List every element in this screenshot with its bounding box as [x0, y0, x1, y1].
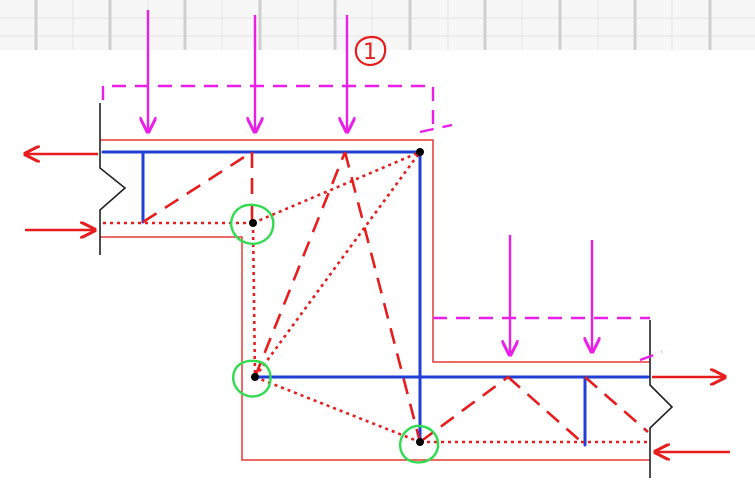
strut	[142, 150, 253, 224]
grid-strip	[0, 0, 755, 50]
dotted-strut	[252, 150, 421, 225]
node-point	[416, 438, 424, 446]
region-label-text: 1	[363, 40, 377, 65]
region-label: 1	[354, 35, 387, 67]
strut	[253, 151, 347, 378]
cut-line-right	[649, 320, 674, 478]
ties	[101, 150, 650, 447]
dotted-strut	[253, 151, 422, 378]
strut	[343, 151, 422, 443]
strut	[507, 376, 586, 446]
strut	[584, 376, 649, 433]
strut	[419, 375, 509, 444]
node-point	[416, 148, 424, 156]
dotted-strut	[251, 222, 257, 378]
node-point	[251, 373, 259, 381]
end-force-arrows	[25, 154, 730, 452]
distributed-load-top	[101, 84, 453, 134]
node-ring	[230, 203, 440, 464]
struts	[142, 150, 649, 446]
cut-line-left	[99, 103, 127, 255]
dotted-struts	[103, 150, 648, 444]
node-point	[249, 219, 257, 227]
beam-outline	[100, 139, 650, 461]
distributed-load-bottom	[433, 316, 663, 362]
load-arrows	[148, 10, 592, 355]
nodes	[230, 148, 440, 464]
dotted-strut	[254, 375, 421, 444]
